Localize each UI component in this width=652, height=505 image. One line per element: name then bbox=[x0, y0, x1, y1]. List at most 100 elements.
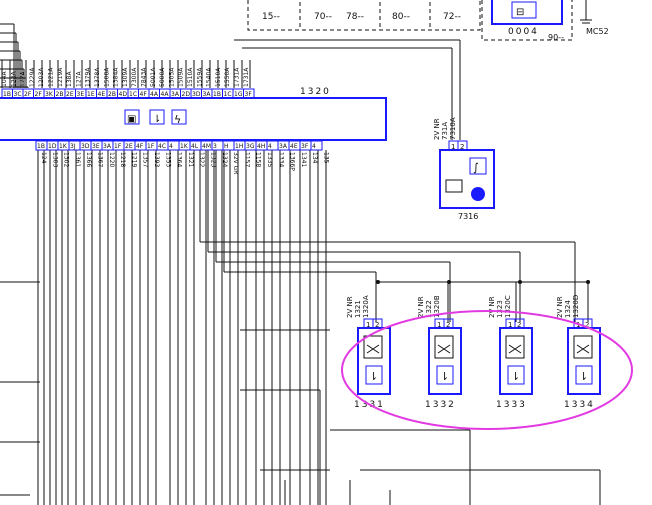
ecu-top-pin-code: 1C bbox=[129, 91, 137, 98]
memory-icon: ▣ bbox=[127, 114, 136, 125]
lightning-icon: ϟ bbox=[174, 113, 181, 126]
ecu-bottom-pin-code: 4L bbox=[191, 143, 199, 150]
ecu-bottom-wire-label: 1220 bbox=[108, 152, 115, 167]
injector-pin-2: 2 bbox=[446, 321, 450, 329]
ecu-top-pin-code: 2B bbox=[108, 91, 116, 98]
junction-dot bbox=[447, 280, 451, 284]
injector-coil bbox=[505, 335, 525, 359]
ecu-top-pin-code: 4A bbox=[161, 91, 170, 98]
ecu-top-pin-code: 1C bbox=[224, 91, 232, 98]
injector-pin-2: 2 bbox=[375, 321, 379, 329]
ecu-top-wire-label: 1379A bbox=[85, 67, 92, 87]
ecu-bottom-pin-code: 4C bbox=[158, 143, 166, 150]
injector-wire-label: 2V NR bbox=[417, 296, 425, 318]
ecu-top-wire-label: 1221A bbox=[48, 67, 55, 87]
ecu-top-pin-code: 3F bbox=[245, 91, 253, 98]
injector-wire-label: 1322 bbox=[425, 300, 433, 318]
ecu-top-pin-code: 1B bbox=[213, 91, 221, 98]
ecu-bottom-wire-label: 1366 bbox=[85, 152, 92, 167]
ecu-top-pin-code: 4F bbox=[140, 91, 148, 98]
ecu-bottom-wire-label: 1219 bbox=[130, 152, 137, 167]
ecu-top-wire-label: 1731A bbox=[234, 67, 241, 87]
top-dashed-boxes: 15-- 70-- 78-- 80-- 72-- bbox=[247, 0, 481, 31]
ecu-top-pin-code: 3E bbox=[77, 91, 85, 98]
ecu-top-pin-code: 3A bbox=[171, 91, 180, 98]
injector-nozzle-icon: ⇂ bbox=[369, 370, 378, 383]
comp-7316-label: 7316 bbox=[458, 212, 478, 221]
relay-box: ⊟ 0004 90-- MC52 bbox=[481, 0, 609, 42]
ecu-top-wire-label: 127A bbox=[75, 71, 82, 87]
ecu-bottom-wire-label: 1157 bbox=[243, 152, 250, 167]
ecu-bottom-pin-code: 3 bbox=[213, 143, 217, 150]
ecu-bottom-wire-label: 1367 bbox=[97, 152, 104, 167]
injector-body bbox=[428, 327, 462, 395]
ecu-top-wire-label: 1505A bbox=[168, 67, 175, 87]
injector-wire-label: 2V NR bbox=[346, 296, 354, 318]
valve-icon bbox=[366, 344, 380, 354]
ecu-top-pin-code: 1G bbox=[234, 91, 243, 98]
injector-pin-2: 2 bbox=[585, 321, 589, 329]
ecu-bottom-pin-code: 1K bbox=[180, 143, 189, 150]
injector-wire-label: 1321 bbox=[354, 300, 362, 318]
nozzle-icon bbox=[436, 365, 454, 385]
ecu-bottom-wire-label: 1158 bbox=[255, 152, 262, 167]
ecu-bottom-pin-code: 2E bbox=[125, 143, 133, 150]
ecu-bottom-pin-code: 1F bbox=[147, 143, 155, 150]
valve-icon bbox=[437, 344, 451, 354]
ecu-bottom-wire-label: 1334 bbox=[277, 152, 284, 167]
ecu-bottom-pin-code: 4 bbox=[169, 143, 173, 150]
ecu-top-pin-code: 1B bbox=[3, 91, 11, 98]
injector-wire-label: 1324 bbox=[564, 300, 572, 318]
ecu-top-wire-label: 5001A bbox=[150, 67, 157, 87]
battery-icon: ⊟ bbox=[516, 7, 524, 18]
injector-pin-1: 1 bbox=[437, 321, 441, 329]
valve-icon bbox=[508, 344, 522, 354]
injector-label: 1333 bbox=[496, 400, 527, 410]
injector-wire-label: 1320A bbox=[362, 295, 370, 318]
injector-body bbox=[499, 327, 533, 395]
ecu-top-pin-code: 3A bbox=[203, 91, 212, 98]
ecu-top-wire-label: 104A bbox=[1, 71, 8, 87]
junction-dot bbox=[518, 280, 522, 284]
injector-nozzle-icon: ⇂ bbox=[579, 370, 588, 383]
ecu-bottom-wire-label: 1321 bbox=[187, 152, 194, 167]
wire-lines bbox=[0, 23, 601, 505]
ecu-top-wire-label: 7843A bbox=[141, 67, 148, 87]
ecu-top-wire-label: 1550A bbox=[224, 67, 231, 87]
ecu-bottom-pin-code: 4H bbox=[257, 143, 265, 150]
injector-label: 1332 bbox=[425, 400, 456, 410]
ecu-top-pin-code: 4A bbox=[150, 91, 159, 98]
ecu-top-wire-label: 1378A bbox=[94, 67, 101, 87]
ecu-bottom-pin-code: 3E bbox=[92, 143, 100, 150]
junction-dot bbox=[376, 280, 380, 284]
ecu-top-pin-code: 2D bbox=[182, 91, 191, 98]
ecu-bottom-wire-label: 1364 bbox=[176, 152, 183, 167]
ecu-top-wire-label: 1559A bbox=[196, 67, 203, 87]
top-box-code-3: 78-- bbox=[346, 12, 364, 22]
ecu-top-wire-label: 1540A bbox=[206, 67, 213, 87]
ecu-top-wire-label: 7300A bbox=[131, 67, 138, 87]
ecu-top-wire-label: 5000A bbox=[159, 67, 166, 87]
comp-7316-header: 2V NR bbox=[433, 118, 441, 140]
ecu-bottom-pin-code: 4M bbox=[202, 143, 211, 150]
ecu-bottom-pin-code: 3A bbox=[279, 143, 288, 150]
nozzle-icon bbox=[507, 365, 525, 385]
injector-wire-label: 1320B bbox=[433, 295, 441, 318]
component-7316: 2V NR 731A 7310A 1 2 ∫ 7316 bbox=[433, 117, 495, 221]
ecu-top-wire-label: 1508A bbox=[103, 67, 110, 87]
ecu-top-pin-code: 2F bbox=[35, 91, 43, 98]
ecu-bottom-pin bbox=[310, 140, 323, 151]
ecu-bottom-pin-code: 3D bbox=[81, 143, 90, 150]
injector-pin-1: 1 bbox=[366, 321, 370, 329]
injector-wire-label: 1323 bbox=[496, 300, 504, 318]
ecu-top-wire-label: 1509A bbox=[178, 67, 185, 87]
ecu-bottom-wire-label: 1361 bbox=[74, 152, 81, 167]
ecu-bottom-pin-code: 1D bbox=[48, 143, 57, 150]
ecu-bottom-wire-label: 1357 bbox=[142, 152, 149, 167]
nozzle-icon bbox=[365, 365, 383, 385]
